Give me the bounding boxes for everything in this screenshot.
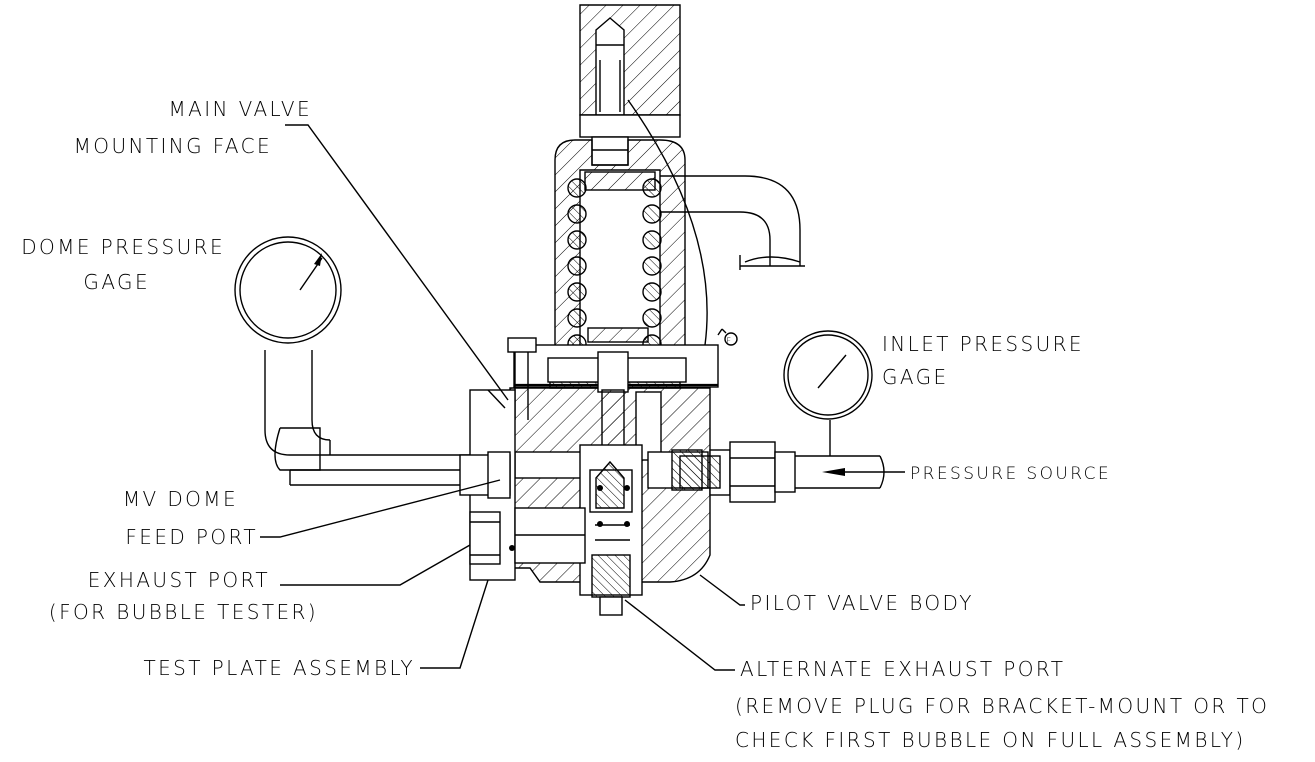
bonnet: [554, 139, 686, 359]
label-mv-dome-2: FEED PORT: [125, 525, 258, 549]
inlet-pressure-gage: [783, 330, 873, 420]
label-mv-dome-1: MV DOME: [123, 487, 238, 511]
label-main-valve-1: MAIN VALVE: [168, 97, 312, 121]
label-exhaust-2: (FOR BUBBLE TESTER): [49, 600, 318, 624]
label-alt-exhaust-1: ALTERNATE EXHAUST PORT: [740, 657, 1065, 681]
dome-pressure-gage: [234, 236, 342, 344]
vent-tube: [660, 175, 805, 270]
label-alt-exhaust-2: (REMOVE PLUG FOR BRACKET-MOUNT OR TO: [735, 694, 1269, 718]
labels: MAIN VALVE MOUNTING FACE DOME PRESSURE G…: [21, 97, 1269, 752]
label-dome-gage-1: DOME PRESSURE: [21, 235, 225, 259]
label-pilot-body: PILOT VALVE BODY: [750, 591, 974, 615]
label-inlet-gage-2: GAGE: [882, 365, 949, 389]
label-dome-gage-2: GAGE: [83, 270, 150, 294]
label-main-valve-2: MOUNTING FACE: [74, 134, 272, 158]
label-alt-exhaust-3: CHECK FIRST BUBBLE ON FULL ASSEMBLY): [735, 728, 1246, 752]
spring-coils: [567, 178, 662, 354]
label-pressure-source: PRESSURE SOURCE: [910, 464, 1111, 484]
label-inlet-gage-1: INLET PRESSURE: [882, 332, 1084, 356]
inlet-fitting: [679, 420, 885, 503]
top-cap: [579, 4, 681, 166]
label-exhaust-1: EXHAUST PORT: [88, 568, 270, 592]
leader-lines: [260, 124, 905, 671]
pilot-valve-assembly: F: [234, 4, 885, 616]
mark-f: F: [726, 337, 731, 347]
label-test-plate: TEST PLATE ASSEMBLY: [144, 656, 416, 680]
